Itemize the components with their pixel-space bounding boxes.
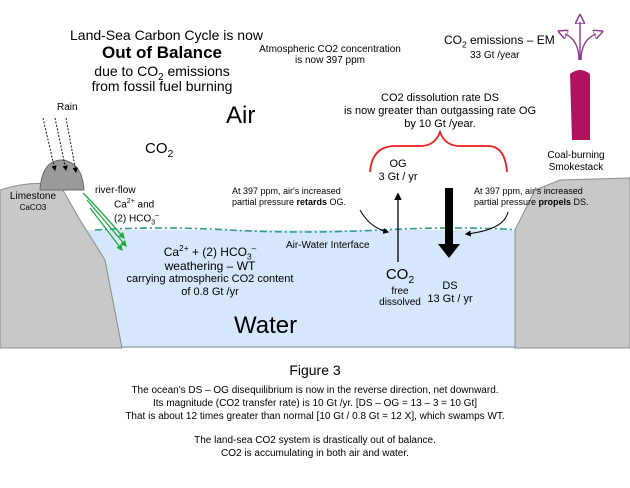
ds-label: DS bbox=[442, 280, 458, 292]
propels-curve-arrow bbox=[464, 211, 509, 237]
retards-curve-arrow bbox=[359, 209, 390, 234]
co2-air-label: CO2 bbox=[145, 140, 174, 160]
limestone-label: Limestone bbox=[9, 191, 57, 202]
weathering-line3: carrying atmospheric CO2 content bbox=[126, 273, 294, 285]
weathering-line1: Ca2+ + (2) HCO3– bbox=[163, 243, 257, 262]
rain-arrows bbox=[42, 117, 78, 174]
river-ion-line1: Ca2+ and bbox=[114, 198, 155, 211]
propels-line1: At 397 ppm, air's increased bbox=[474, 186, 583, 196]
og-label: OG bbox=[389, 158, 407, 170]
title-line2: Out of Balance bbox=[102, 43, 222, 62]
river-ion-line2: (2) HCO3– bbox=[114, 212, 160, 227]
emissions-line2: 33 Gt /year bbox=[470, 50, 520, 61]
title-line4: from fossil fuel burning bbox=[91, 78, 233, 94]
co2-free-label: free bbox=[391, 286, 409, 297]
caption-line4: The land-sea CO2 system is drastically o… bbox=[194, 435, 436, 446]
rain-label: Rain bbox=[57, 102, 78, 113]
weathering-line2: weathering – WT bbox=[164, 259, 256, 273]
ds-rate: 13 Gt / yr bbox=[427, 293, 473, 305]
dissolution-line3: by 10 Gt /year. bbox=[404, 118, 476, 130]
retards-line2: partial pressure retards OG. bbox=[232, 197, 347, 207]
smokestack-line1: Coal-burning bbox=[547, 150, 605, 161]
title-line1: Land-Sea Carbon Cycle is now bbox=[70, 27, 263, 43]
smokestack bbox=[570, 70, 590, 140]
caption-line2: Its magnitude (CO2 transfer rate) is 10 … bbox=[152, 398, 478, 409]
propels-line2: partial pressure propels DS. bbox=[474, 197, 589, 207]
weathering-line4: of 0.8 Gt /yr bbox=[181, 286, 239, 298]
right-land bbox=[514, 177, 630, 349]
river-flow-arrows bbox=[82, 192, 127, 252]
og-rate: 3 Gt / yr bbox=[378, 171, 418, 183]
air-label: Air bbox=[226, 102, 256, 129]
dissolution-line2: is now greater than outgassing rate OG bbox=[344, 105, 536, 117]
river-flow-label: river-flow bbox=[95, 185, 136, 196]
smokestack-line2: Smokestack bbox=[548, 162, 604, 173]
red-brace bbox=[369, 129, 508, 173]
water-label: Water bbox=[234, 312, 298, 339]
dissolution-line1: CO2 dissolution rate DS bbox=[381, 92, 499, 104]
atmospheric-co2-line2: is now 397 ppm bbox=[294, 55, 366, 66]
retards-line1: At 397 ppm, air's increased bbox=[232, 186, 341, 196]
caption-line5: CO2 is accumulating in both air and wate… bbox=[221, 448, 409, 459]
caption-line1: The ocean's DS – OG disequilibrium is no… bbox=[131, 385, 499, 396]
limestone-formula: CaCO3 bbox=[19, 203, 47, 212]
air-water-interface-label: Air-Water Interface bbox=[286, 240, 370, 251]
emissions-line1: CO2 emissions – EM bbox=[444, 33, 555, 50]
limestone-dome bbox=[39, 159, 85, 191]
figure-label: Figure 3 bbox=[289, 362, 341, 378]
title-line3: due to CO2 emissions bbox=[94, 63, 230, 83]
ds-arrow bbox=[438, 188, 460, 258]
atmospheric-co2-line1: Atmospheric CO2 concentration bbox=[259, 44, 401, 55]
co2-dissolved-label: dissolved bbox=[379, 297, 421, 308]
co2-water-label: CO2 bbox=[385, 266, 415, 286]
smoke-arrows bbox=[565, 22, 596, 61]
caption-line3: That is about 12 times greater than norm… bbox=[125, 411, 505, 422]
